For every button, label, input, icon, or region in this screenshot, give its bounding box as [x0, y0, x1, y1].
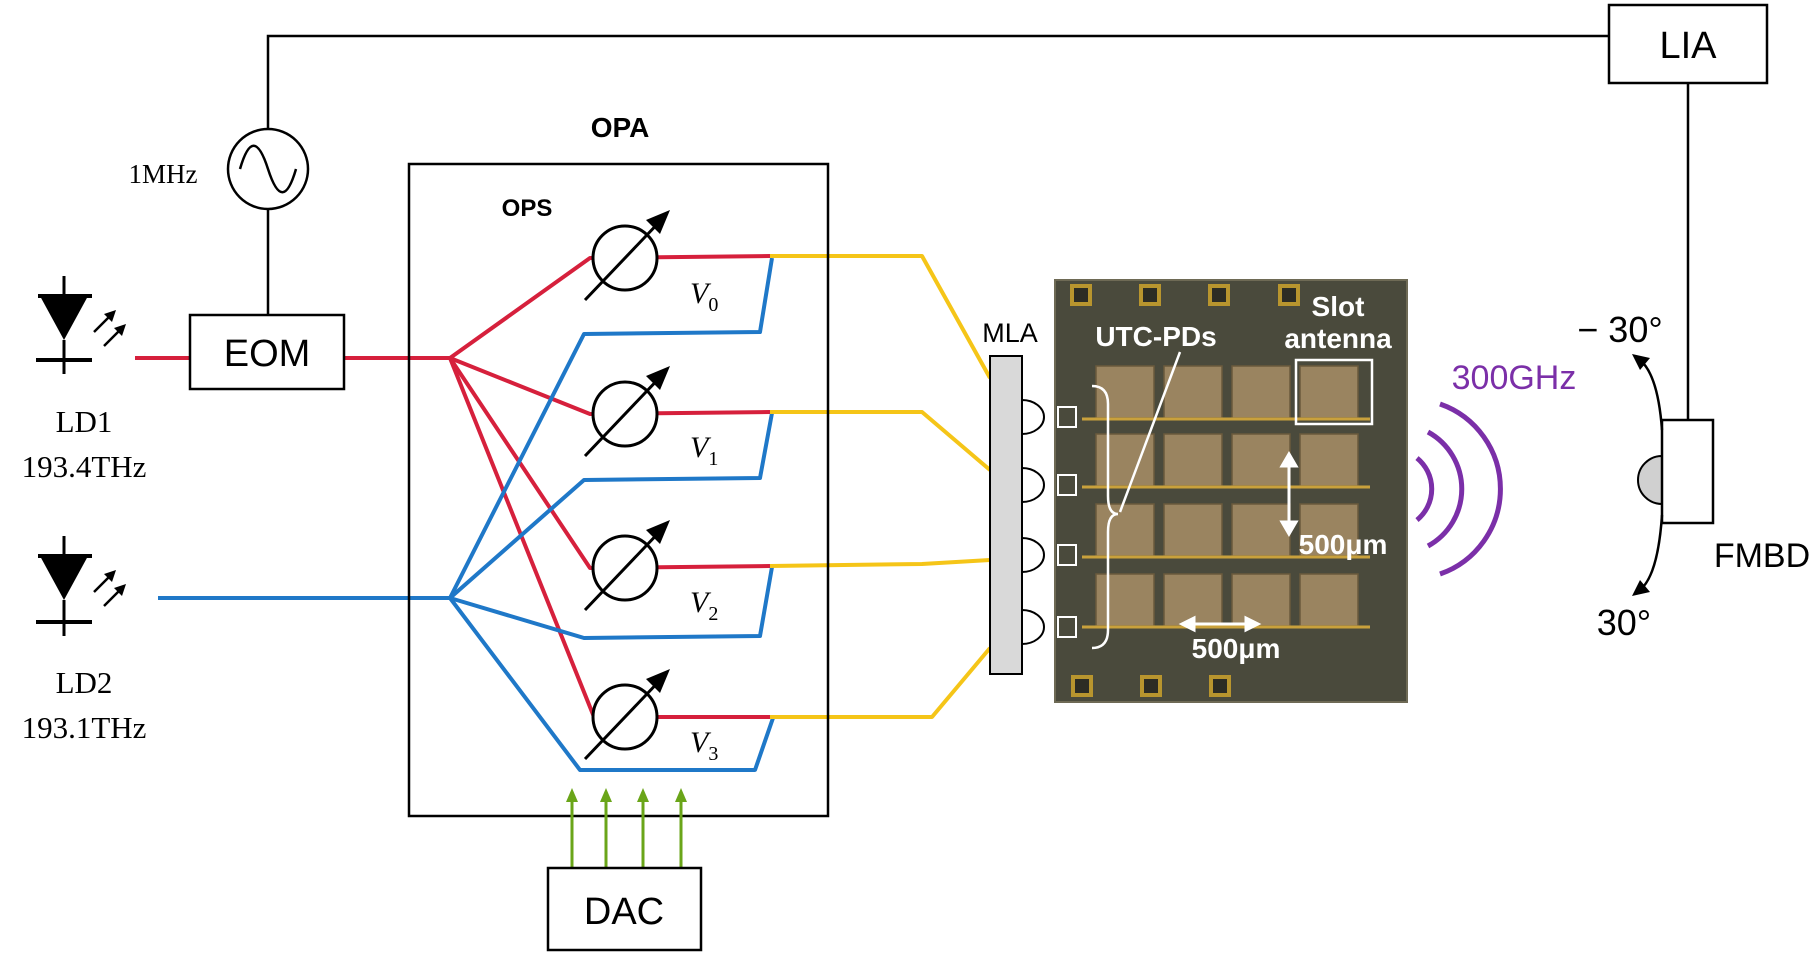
phase-shifters: [583, 210, 670, 761]
ld2-label: LD2: [56, 665, 113, 700]
ld1-label: LD1: [56, 404, 113, 439]
mla-label: MLA: [982, 318, 1038, 348]
bottom-pads: [1071, 675, 1231, 697]
micro-lens-array: MLA: [982, 318, 1045, 675]
laser-diode-2: LD2 193.1THz: [22, 536, 147, 745]
detector: FMBD: [1637, 418, 1810, 575]
voltage-v3: V3: [690, 726, 718, 765]
fmbd-label: FMBD: [1714, 537, 1810, 575]
eom-box: EOM: [188, 313, 346, 391]
voltage-v2: V2: [690, 586, 718, 625]
dimension-horizontal-label: 500μm: [1192, 633, 1281, 664]
angle-positive-label: 30°: [1597, 602, 1651, 643]
signal-frequency: 1MHz: [129, 159, 198, 189]
top-pads: [1070, 284, 1300, 306]
dac-box: DAC: [546, 866, 703, 952]
lia-label: LIA: [1659, 25, 1717, 67]
vertical-dimension: [1279, 451, 1299, 537]
ops-label: OPS: [502, 195, 553, 222]
thz-frequency-label: 300GHz: [1452, 359, 1577, 397]
chip-photo: UTC-PDs Slot antenna 500μm 500μm: [1054, 279, 1408, 703]
dac-label: DAC: [584, 891, 664, 933]
antenna-label: antenna: [1284, 323, 1392, 354]
phase-shifter-1: [583, 366, 670, 458]
slot-label: Slot: [1312, 291, 1365, 322]
opa-box: OPA OPS: [407, 112, 830, 818]
slot-antenna-highlight: [1294, 358, 1374, 426]
rotation-arrows: [1632, 354, 1664, 596]
opa-label: OPA: [591, 112, 650, 143]
lia-box: LIA: [1607, 3, 1769, 85]
reference-wiring: [266, 34, 1690, 420]
antenna-cells: [1095, 365, 1359, 627]
pd-markers: [1057, 406, 1077, 638]
sine-wave-icon: [238, 144, 298, 194]
pd-brace: [1091, 384, 1119, 650]
voltage-labels: V0 V1 V2 V3: [690, 277, 718, 765]
ld1-frequency: 193.4THz: [22, 449, 147, 484]
ld2-frequency: 193.1THz: [22, 710, 147, 745]
dimension-vertical-label: 500μm: [1299, 529, 1388, 560]
thz-wave-icon: [1415, 401, 1503, 577]
eom-label: EOM: [224, 333, 311, 375]
laser-diode-1: LD1 193.4THz: [22, 276, 147, 484]
voltage-v1: V1: [690, 431, 718, 470]
horizontal-dimension: [1178, 615, 1262, 633]
ld2-optical-path: [158, 257, 775, 772]
phase-shifter-2: [583, 520, 670, 612]
phase-shifter-3: [583, 669, 670, 761]
phase-shifter-0: [583, 210, 670, 302]
utc-pds-label: UTC-PDs: [1095, 321, 1216, 352]
angle-negative-label: − 30°: [1577, 309, 1662, 350]
signal-generator: 1MHz: [129, 127, 310, 211]
voltage-v0: V0: [690, 277, 718, 316]
utc-pointer: [1118, 351, 1182, 513]
dac-control-lines: [566, 788, 687, 868]
output-optical-path: [769, 254, 992, 719]
